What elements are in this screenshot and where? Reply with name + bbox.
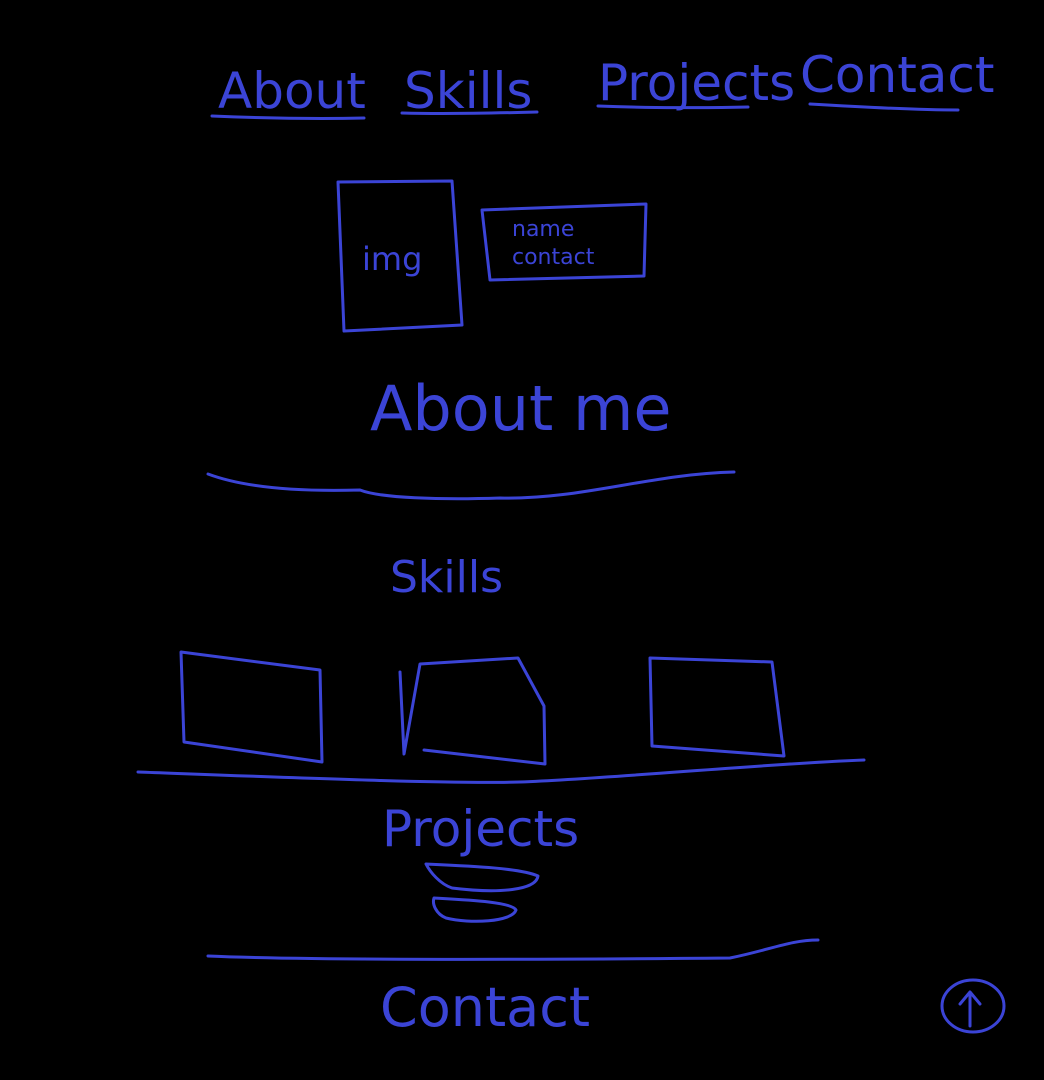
scroll-top-button[interactable] <box>940 978 1006 1034</box>
nav-item-skills[interactable]: Skills <box>400 62 539 120</box>
nav-skills-underline <box>400 110 539 115</box>
skill-card <box>398 656 547 766</box>
contact-title: Contact <box>380 976 590 1039</box>
nav-item-about[interactable]: About <box>210 62 366 120</box>
projects-section: Projects <box>206 800 820 961</box>
skill-card <box>179 650 324 764</box>
about-section: About me <box>206 372 736 501</box>
contact-section: Contact <box>380 976 590 1039</box>
hero: img name contact <box>336 179 648 333</box>
skills-title: Skills <box>390 552 503 603</box>
skills-divider <box>136 758 866 784</box>
nav-item-contact[interactable]: Contact <box>800 46 995 112</box>
nav-projects-label[interactable]: Projects <box>598 54 795 112</box>
name-label: name <box>512 217 574 242</box>
name-contact-box <box>480 202 648 282</box>
profile-image-label: img <box>362 240 422 278</box>
nav-item-projects[interactable]: Projects <box>596 54 795 112</box>
nav-contact-label[interactable]: Contact <box>800 46 995 104</box>
profile-image-box <box>336 179 464 333</box>
projects-divider <box>206 938 820 961</box>
nav-about-label[interactable]: About <box>218 62 366 120</box>
about-title: About me <box>370 372 672 445</box>
project-item <box>424 862 540 893</box>
nav-skills-label[interactable]: Skills <box>404 62 532 120</box>
arrow-up-icon[interactable] <box>958 990 982 1028</box>
skills-section: Skills <box>136 552 866 784</box>
about-divider <box>206 470 736 501</box>
skill-card <box>648 656 786 758</box>
contact-label: contact <box>512 245 595 270</box>
projects-title: Projects <box>382 800 579 858</box>
scroll-top-circle[interactable] <box>940 978 1006 1034</box>
nav-projects-underline <box>596 104 750 110</box>
nav-contact-underline <box>808 102 960 112</box>
nav-about-underline <box>210 114 366 120</box>
top-nav: About Skills Projects Contact <box>210 46 995 120</box>
project-item <box>432 896 518 923</box>
